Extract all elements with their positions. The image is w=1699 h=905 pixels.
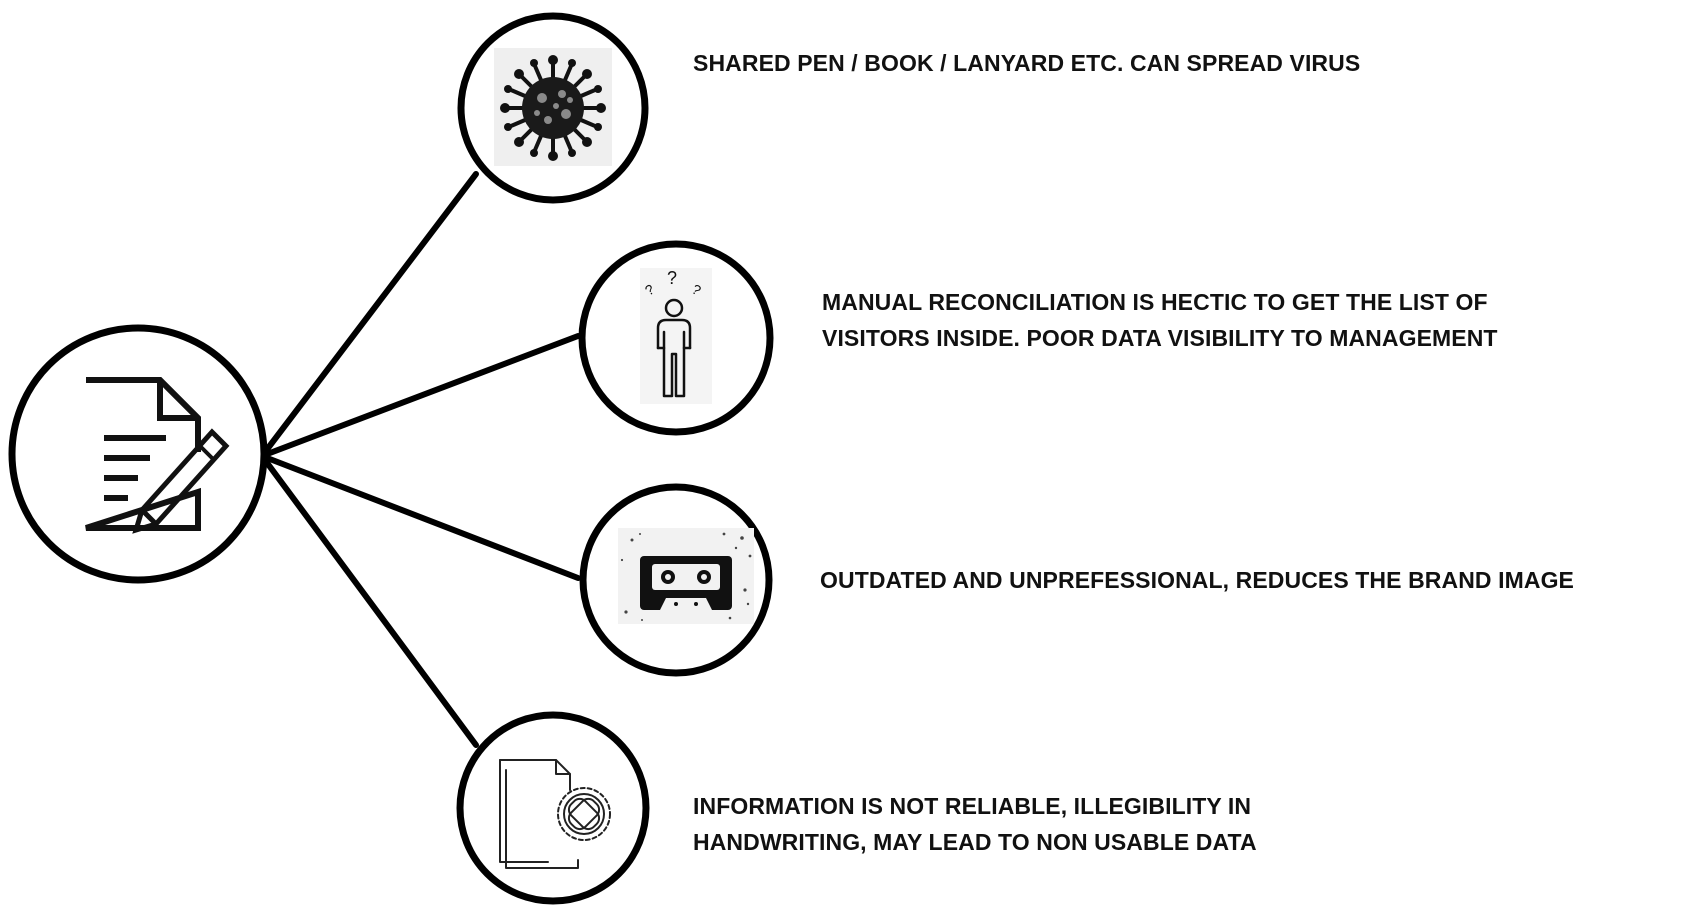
center-node-circle: [8, 324, 268, 584]
point-text-line: OUTDATED AND UNPREFESSIONAL, REDUCES THE…: [820, 567, 1575, 593]
node-reliable-circle: [456, 711, 650, 905]
point-text-line: MANUAL RECONCILIATION IS HECTIC TO GET T…: [822, 289, 1488, 315]
connector-manual: [259, 333, 581, 459]
connector-reliable: [259, 453, 479, 748]
virus-icon: [500, 55, 606, 161]
point-text-reliable: INFORMATION IS NOT RELIABLE, ILLEGIBILIT…: [693, 788, 1257, 860]
svg-text:?: ?: [667, 268, 677, 288]
point-text-line: VISITORS INSIDE. POOR DATA VISIBILITY TO…: [822, 325, 1498, 351]
point-text-line: HANDWRITING, MAY LEAD TO NON USABLE DATA: [693, 829, 1257, 855]
node-reliable: [456, 711, 650, 905]
point-text-manual: MANUAL RECONCILIATION IS HECTIC TO GET T…: [822, 284, 1498, 356]
center-node: [8, 324, 268, 584]
connectors: [259, 171, 581, 748]
connector-virus: [259, 171, 479, 459]
cassette-tape-icon: [620, 532, 752, 621]
node-virus: [457, 12, 649, 204]
point-text-virus: SHARED PEN / BOOK / LANYARD ETC. CAN SPR…: [693, 45, 1360, 81]
point-text-outdated: OUTDATED AND UNPREFESSIONAL, REDUCES THE…: [820, 562, 1574, 598]
broken-document-icon: [499, 759, 611, 869]
point-text-line: INFORMATION IS NOT RELIABLE, ILLEGIBILIT…: [693, 793, 1252, 819]
document-pen-icon: [85, 377, 230, 534]
connector-outdated: [259, 453, 581, 581]
node-manual: ? ? ?: [578, 240, 774, 436]
point-text-line: SHARED PEN / BOOK / LANYARD ETC. CAN SPR…: [693, 50, 1361, 76]
node-outdated: [579, 483, 773, 677]
